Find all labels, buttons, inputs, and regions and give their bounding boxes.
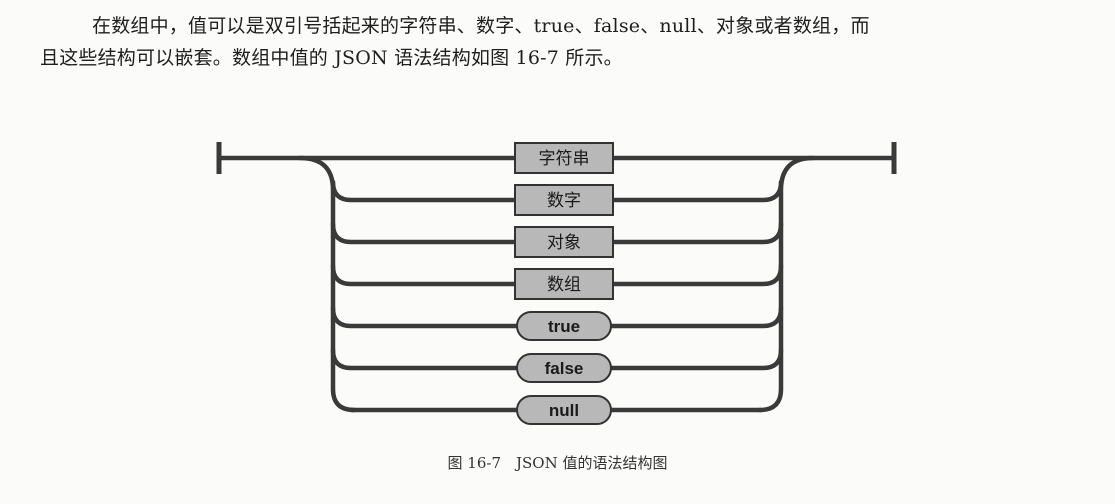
paragraph-line-2: 且这些结构可以嵌套。数组中值的 JSON 语法结构如图 16-7 所示。: [40, 47, 623, 69]
choice-pill-5: false: [330, 347, 784, 383]
choice-shape: [516, 395, 612, 425]
paragraph-line-1: 在数组中，值可以是双引号括起来的字符串、数字、true、false、null、对…: [92, 15, 870, 37]
choice-shape: [514, 184, 614, 216]
choice-shape: [514, 142, 614, 174]
choice-label: 数字: [547, 191, 581, 211]
choice-box-0: 字符串: [514, 142, 614, 174]
choice-label: 字符串: [539, 149, 590, 169]
body-paragraph: 在数组中，值可以是双引号括起来的字符串、数字、true、false、null、对…: [40, 10, 1080, 74]
choice-pill-6: null: [350, 395, 764, 425]
choice-label: 数组: [547, 275, 581, 295]
diagram-left-trunk: [297, 155, 357, 413]
diagram-right-trunk: [757, 155, 816, 413]
choice-box-1: 数字: [330, 179, 784, 216]
choice-pill-4: true: [330, 305, 784, 341]
choice-label: 对象: [547, 233, 581, 253]
choice-shape: [516, 353, 612, 383]
choice-label: false: [545, 359, 584, 378]
choice-box-3: 数组: [330, 263, 784, 300]
figure-caption: 图 16-7 JSON 值的语法结构图: [447, 454, 668, 472]
choice-box-2: 对象: [330, 221, 784, 258]
choice-shape: [514, 268, 614, 300]
choice-label: null: [549, 401, 579, 420]
choice-shape: [516, 311, 612, 341]
choice-shape: [514, 226, 614, 258]
choice-label: true: [548, 317, 580, 336]
